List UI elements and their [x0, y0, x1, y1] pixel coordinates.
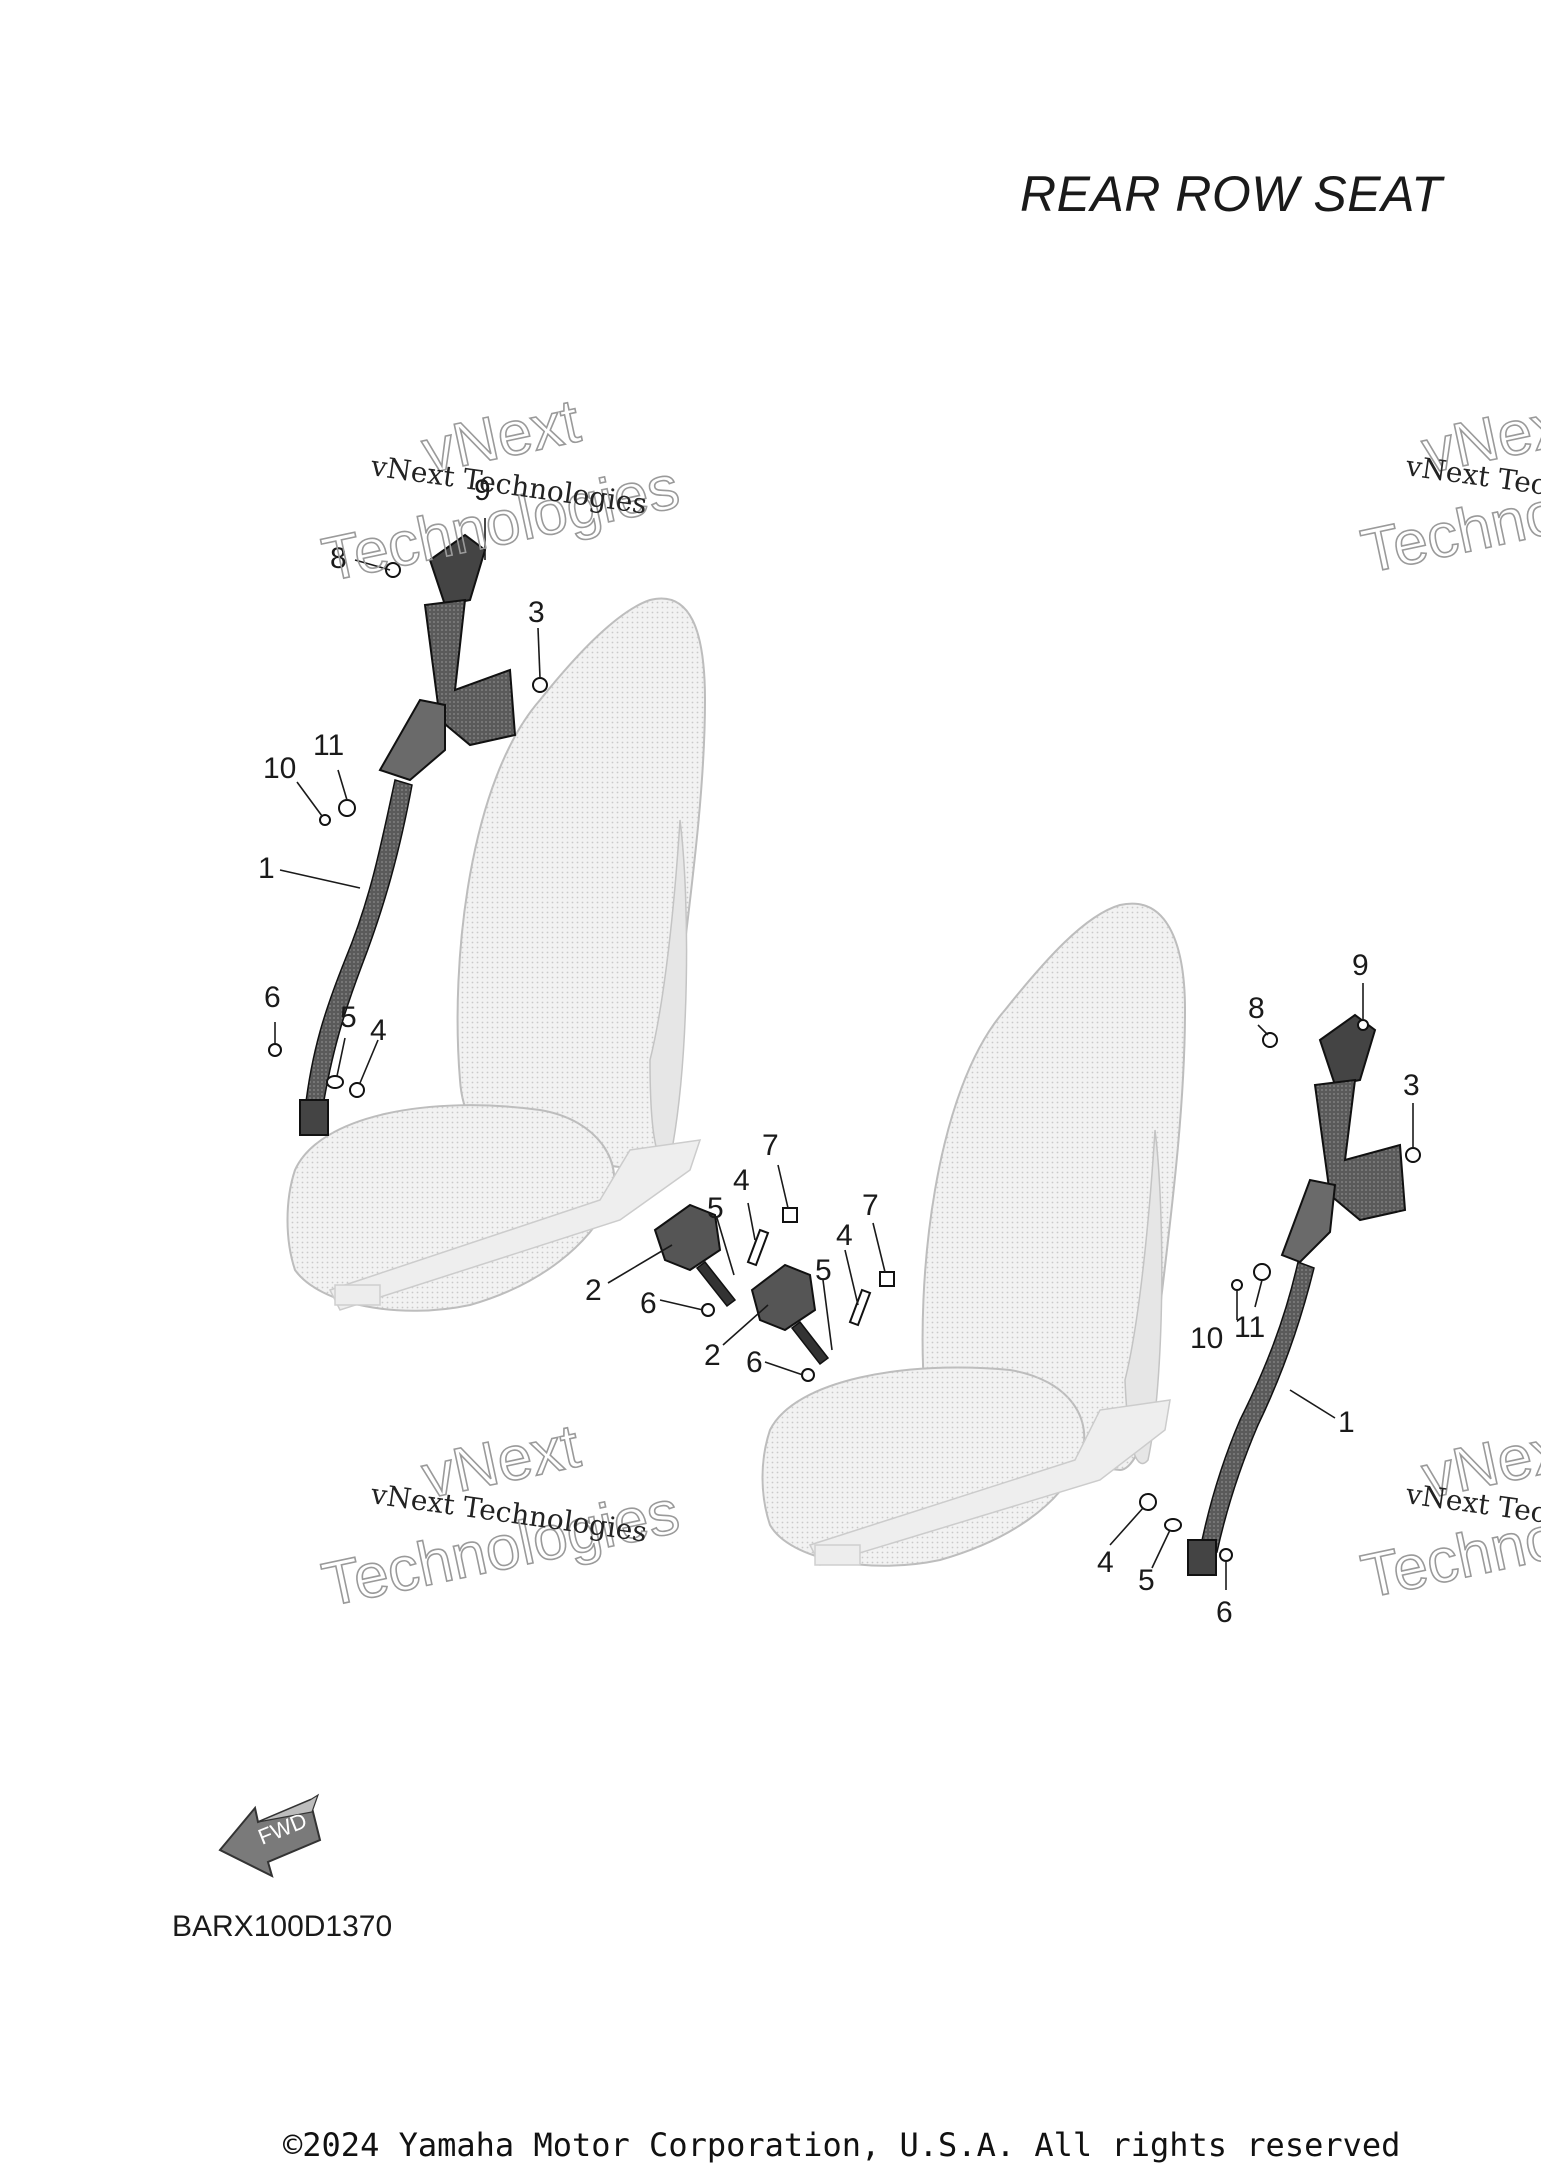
- left-upper-anchor: [428, 533, 487, 607]
- leader-lines: [274, 518, 1414, 1590]
- left-belt-webbing: [304, 779, 413, 1113]
- left-lower-anchor: [299, 1099, 329, 1136]
- left-seat: [286, 597, 707, 1312]
- right-seat-base: [808, 1399, 1171, 1566]
- left-seat-cushion: [286, 1104, 616, 1312]
- callout-center-6b: 6: [746, 1346, 763, 1379]
- right-bolt-4: [1139, 1493, 1157, 1511]
- callout-left-11: 11: [313, 729, 344, 762]
- right-belt-guide: [1280, 1178, 1337, 1264]
- fwd-arrow-icon: FWD: [218, 1793, 322, 1878]
- right-bolt-10: [1231, 1279, 1243, 1291]
- left-seatbelt-assembly: [268, 533, 548, 1136]
- callout-left-6: 6: [264, 981, 281, 1014]
- right-seat-back-rim: [1124, 1129, 1163, 1465]
- callout-center-2b: 2: [704, 1339, 721, 1372]
- callout-center-6a: 6: [640, 1287, 657, 1320]
- center-buckle-assembly: [653, 1203, 895, 1382]
- left-bolt-4: [349, 1082, 365, 1098]
- left-bolt-6: [268, 1043, 282, 1057]
- center-bolt-6a: [701, 1303, 715, 1317]
- callout-left-10: 10: [263, 752, 296, 785]
- right-nut-11: [1253, 1263, 1271, 1281]
- callout-right-10: 10: [1190, 1322, 1223, 1355]
- left-nut-11: [338, 799, 356, 817]
- callout-left-8: 8: [330, 542, 347, 575]
- right-washer-5: [1164, 1518, 1182, 1532]
- left-bolt-3: [532, 677, 548, 693]
- callout-center-5a: 5: [707, 1192, 724, 1225]
- right-seat-bracket: [814, 1544, 861, 1566]
- right-seatbelt-assembly: [1139, 1013, 1421, 1576]
- left-washer-5: [326, 1075, 344, 1089]
- left-belt-guide: [378, 698, 446, 782]
- right-bolt-9: [1357, 1019, 1369, 1031]
- callout-right-8: 8: [1248, 992, 1265, 1025]
- callout-right-11: 11: [1234, 1311, 1265, 1344]
- right-seat-cushion: [761, 1366, 1086, 1567]
- right-retractor-housing: [1313, 1078, 1407, 1222]
- center-bolt-4b: [848, 1288, 872, 1327]
- buckle-left: [653, 1203, 722, 1272]
- right-bolt-8: [1262, 1032, 1278, 1048]
- left-seat-bracket: [334, 1284, 381, 1306]
- right-bolt-6: [1219, 1548, 1233, 1562]
- callout-center-4b: 4: [836, 1219, 853, 1252]
- page-title: REAR ROW SEAT: [1020, 166, 1443, 222]
- center-part-7b: [879, 1271, 895, 1287]
- callout-right-6: 6: [1216, 1596, 1233, 1629]
- callout-right-5: 5: [1138, 1564, 1155, 1597]
- right-seat: [761, 902, 1187, 1567]
- callout-center-4a: 4: [733, 1164, 750, 1197]
- buckle-right-strap: [790, 1320, 830, 1366]
- left-seat-base: [328, 1139, 702, 1311]
- right-seat-back: [921, 902, 1187, 1472]
- callout-left-1: 1: [258, 852, 275, 885]
- center-bolt-4a: [746, 1228, 770, 1267]
- callout-left-9: 9: [474, 474, 491, 507]
- callout-center-2a: 2: [585, 1274, 602, 1307]
- right-bolt-3: [1405, 1147, 1421, 1163]
- center-bolt-6b: [801, 1368, 815, 1382]
- callout-right-9: 9: [1352, 949, 1369, 982]
- buckle-left-strap: [695, 1260, 737, 1308]
- diagram-code: BARX100D1370: [172, 1910, 393, 1943]
- callout-right-1: 1: [1338, 1406, 1355, 1439]
- right-lower-anchor: [1187, 1539, 1217, 1576]
- callout-center-7b: 7: [862, 1189, 879, 1222]
- callout-left-5: 5: [340, 1001, 357, 1034]
- callouts: 9 8 3 11 10 1 6 5 4 7 4 5 2 6 7 4 5 2 6 …: [258, 474, 1420, 1629]
- callout-right-3: 3: [1403, 1069, 1420, 1102]
- callout-center-7a: 7: [762, 1129, 779, 1162]
- callout-right-4: 4: [1097, 1546, 1114, 1579]
- right-belt-webbing: [1199, 1260, 1315, 1553]
- buckle-right: [750, 1263, 817, 1332]
- left-bolt-10: [319, 814, 331, 826]
- copyright-notice: ©2024 Yamaha Motor Corporation, U.S.A. A…: [283, 2126, 1401, 2164]
- callout-left-3: 3: [528, 596, 545, 629]
- center-part-7a: [782, 1207, 798, 1223]
- callout-left-4: 4: [370, 1014, 387, 1047]
- left-bolt-8: [385, 562, 401, 578]
- callout-center-5b: 5: [815, 1254, 832, 1287]
- right-upper-anchor: [1318, 1013, 1377, 1087]
